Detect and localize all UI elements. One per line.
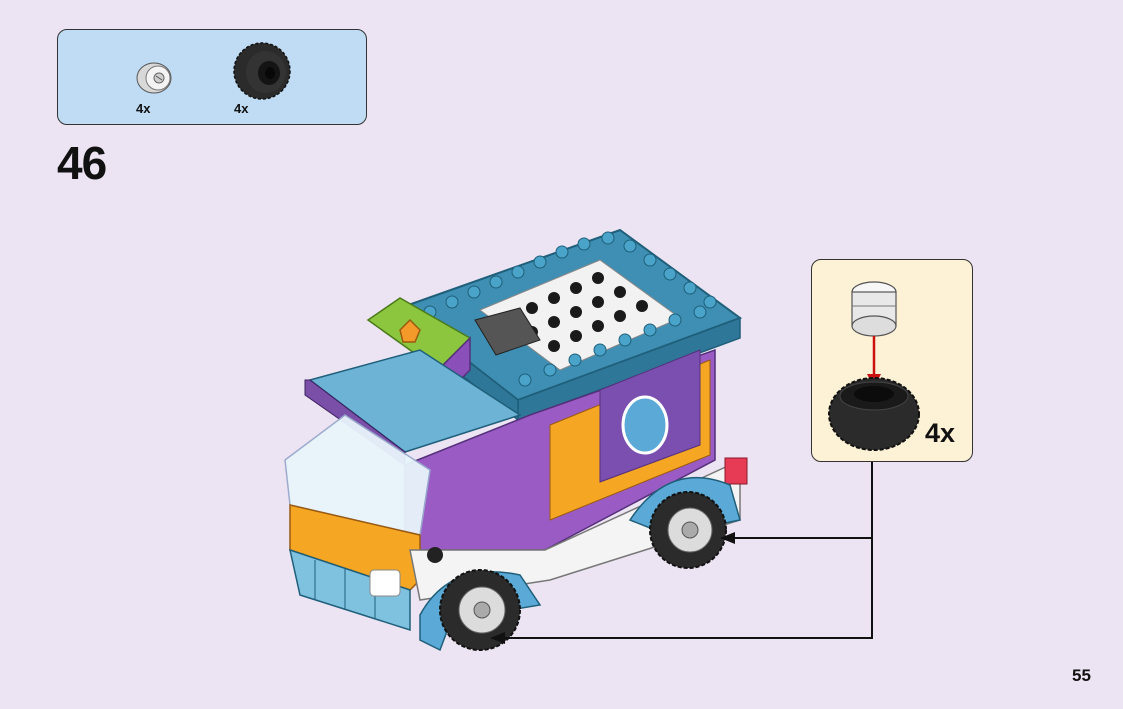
- tire-qty: 4x: [234, 101, 248, 116]
- wheel-assembly-icon: [826, 274, 926, 454]
- page-number: 55: [1072, 666, 1091, 686]
- wheel-rim-icon: [132, 58, 176, 98]
- step-number: 46: [57, 136, 106, 190]
- van-model-illustration: [270, 220, 790, 660]
- parts-list-box: 4x 4x: [57, 29, 367, 125]
- subassembly-qty: 4x: [925, 418, 955, 449]
- tire-icon: [232, 41, 294, 103]
- subassembly-callout: 4x: [811, 259, 973, 462]
- wheel-rim-qty: 4x: [136, 101, 150, 116]
